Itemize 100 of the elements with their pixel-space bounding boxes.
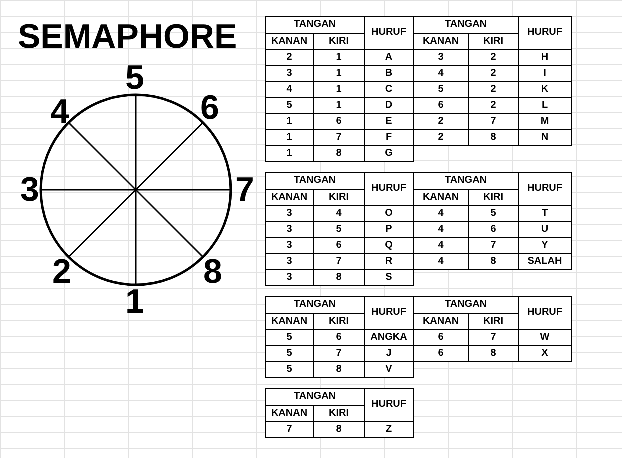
table-cell: 6 bbox=[414, 330, 469, 346]
table-cell: J bbox=[365, 346, 414, 362]
table-cell: 7 bbox=[469, 330, 519, 346]
table-cell: KANAN bbox=[266, 406, 314, 422]
table-cell: 6 bbox=[414, 98, 469, 114]
table-cell: 6 bbox=[414, 346, 469, 362]
table-cell: D bbox=[365, 98, 414, 114]
table-cell: R bbox=[365, 254, 414, 270]
table-cell: X bbox=[519, 346, 572, 362]
table-cell: 7 bbox=[314, 254, 365, 270]
table-cell: 4 bbox=[414, 222, 469, 238]
table-cell: SALAH bbox=[519, 254, 572, 270]
table-cell: KANAN bbox=[266, 314, 314, 330]
table-cell: 7 bbox=[314, 346, 365, 362]
table-cell: L bbox=[519, 98, 572, 114]
position-number: 4 bbox=[50, 95, 70, 129]
table-cell: Y bbox=[519, 238, 572, 254]
position-number: 6 bbox=[200, 91, 220, 125]
table-cell: 3 bbox=[266, 254, 314, 270]
table-cell: 5 bbox=[414, 82, 469, 98]
table-cell: HURUF bbox=[365, 17, 414, 50]
position-number: 7 bbox=[236, 173, 254, 207]
table-cell: HURUF bbox=[365, 173, 414, 206]
table-cell: KANAN bbox=[414, 314, 469, 330]
table-cell: TANGAN bbox=[266, 173, 365, 190]
table-cell: 4 bbox=[314, 206, 365, 222]
table-cell: KANAN bbox=[266, 190, 314, 206]
table-cell: KIRI bbox=[314, 406, 365, 422]
table-cell: HURUF bbox=[365, 297, 414, 330]
table-cell: 3 bbox=[414, 50, 469, 66]
table-cell: S bbox=[365, 270, 414, 286]
table-cell: I bbox=[519, 66, 572, 82]
table-cell: 5 bbox=[266, 98, 314, 114]
table-cell: HURUF bbox=[519, 173, 572, 206]
position-number: 1 bbox=[126, 285, 144, 319]
position-number: 5 bbox=[126, 61, 144, 95]
table-cell: Z bbox=[365, 422, 414, 438]
table-cell: KIRI bbox=[314, 190, 365, 206]
table-cell: 8 bbox=[469, 346, 519, 362]
table-cell: 5 bbox=[266, 346, 314, 362]
table-cell: 4 bbox=[414, 254, 469, 270]
table-cell: HURUF bbox=[365, 389, 414, 422]
table-cell: 8 bbox=[469, 130, 519, 146]
table-cell: M bbox=[519, 114, 572, 130]
table-cell: 2 bbox=[469, 50, 519, 66]
table-cell: 7 bbox=[266, 422, 314, 438]
table-cell: 3 bbox=[266, 206, 314, 222]
table-cell: 6 bbox=[314, 238, 365, 254]
table-cell: K bbox=[519, 82, 572, 98]
table-cell: 1 bbox=[266, 130, 314, 146]
table-cell: V bbox=[365, 362, 414, 378]
table-cell: ANGKA bbox=[365, 330, 414, 346]
table-cell: 5 bbox=[314, 222, 365, 238]
table-cell: E bbox=[365, 114, 414, 130]
table-cell: 7 bbox=[469, 114, 519, 130]
table-cell: 1 bbox=[314, 82, 365, 98]
table-cell: HURUF bbox=[519, 17, 572, 50]
table-cell: KANAN bbox=[266, 34, 314, 50]
table-cell: 7 bbox=[469, 238, 519, 254]
table-cell: TANGAN bbox=[266, 389, 365, 406]
table-cell: 6 bbox=[314, 114, 365, 130]
table-cell: Q bbox=[365, 238, 414, 254]
table-cell: 5 bbox=[469, 206, 519, 222]
position-number: 2 bbox=[52, 255, 72, 289]
table-cell: TANGAN bbox=[266, 17, 365, 34]
table-cell: F bbox=[365, 130, 414, 146]
table-cell: KANAN bbox=[414, 34, 469, 50]
table-cell: 2 bbox=[414, 130, 469, 146]
table-cell: 8 bbox=[314, 422, 365, 438]
table-cell: P bbox=[365, 222, 414, 238]
table-cell: 4 bbox=[414, 206, 469, 222]
table-cell: 1 bbox=[314, 66, 365, 82]
table-cell: T bbox=[519, 206, 572, 222]
title: SEMAPHORE bbox=[18, 20, 238, 54]
table-cell: 1 bbox=[266, 146, 314, 162]
table-cell: 8 bbox=[314, 362, 365, 378]
table-cell: KIRI bbox=[469, 34, 519, 50]
table-cell: 1 bbox=[314, 98, 365, 114]
table-cell: 7 bbox=[314, 130, 365, 146]
table-cell: G bbox=[365, 146, 414, 162]
table-cell: KIRI bbox=[314, 34, 365, 50]
table-cell: TANGAN bbox=[414, 17, 519, 34]
table-cell: 1 bbox=[266, 114, 314, 130]
table-cell: KIRI bbox=[469, 314, 519, 330]
table-cell: TANGAN bbox=[414, 173, 519, 190]
table-cell: 2 bbox=[414, 114, 469, 130]
table-cell: 4 bbox=[414, 238, 469, 254]
table-cell: N bbox=[519, 130, 572, 146]
table-cell: 4 bbox=[266, 82, 314, 98]
table-cell: U bbox=[519, 222, 572, 238]
table-cell: 8 bbox=[314, 270, 365, 286]
table-cell: KIRI bbox=[314, 314, 365, 330]
table-cell: 8 bbox=[469, 254, 519, 270]
table-cell: 8 bbox=[314, 146, 365, 162]
table-cell: HURUF bbox=[519, 297, 572, 330]
table-cell: C bbox=[365, 82, 414, 98]
table-cell: 2 bbox=[469, 82, 519, 98]
table-cell: W bbox=[519, 330, 572, 346]
table-cell: 2 bbox=[469, 66, 519, 82]
table-cell: TANGAN bbox=[414, 297, 519, 314]
